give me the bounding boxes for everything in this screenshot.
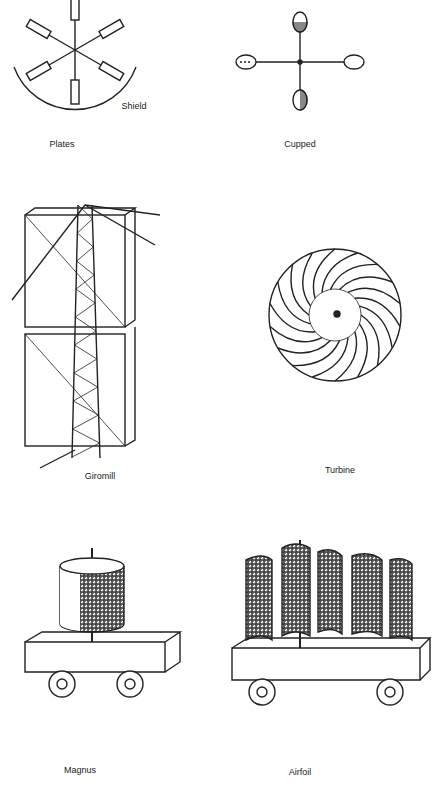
- plate: [26, 20, 51, 39]
- tower-leg: [72, 205, 78, 458]
- part-label: Turbine: [325, 466, 355, 475]
- cupped-rotor: [236, 12, 364, 110]
- part-label: Plates: [49, 140, 74, 149]
- wheel: [117, 671, 143, 697]
- guy-wire: [40, 450, 75, 468]
- part-label: Airfoil: [289, 768, 312, 777]
- hub: [298, 60, 302, 64]
- turbine-blade: [355, 298, 400, 326]
- turbine-blade: [270, 304, 315, 332]
- cup: [344, 55, 364, 69]
- giromill-rotor: [12, 205, 160, 468]
- turbine-blade: [335, 332, 357, 381]
- part-label: Shield: [121, 102, 146, 111]
- plate: [26, 62, 51, 81]
- airfoil-blade: [352, 554, 382, 636]
- turbine-blade: [361, 315, 379, 366]
- turbine-blade: [313, 249, 335, 298]
- cup: [293, 12, 307, 32]
- plate: [71, 80, 79, 104]
- guy-wire: [85, 205, 160, 215]
- magnus-cylinder-top: [60, 558, 124, 574]
- cart-body: [232, 638, 430, 680]
- plate-spokes: [26, 0, 124, 104]
- turbine-blade: [359, 306, 392, 348]
- lattice-brace: [72, 205, 100, 457]
- cup-shade: [293, 22, 307, 32]
- spoke: [49, 50, 75, 65]
- spoke: [75, 35, 101, 50]
- airfoil-blade: [318, 550, 342, 634]
- magnus-cylinder: [60, 566, 124, 632]
- turbine-blade: [278, 341, 331, 353]
- spoke: [49, 35, 75, 50]
- airfoil-blade: [282, 544, 310, 636]
- cart-body: [232, 648, 420, 680]
- plate: [99, 62, 124, 81]
- cart-body: [25, 632, 180, 672]
- turbine-blade: [322, 253, 358, 293]
- spoke: [74, 20, 75, 50]
- wheel-hub: [385, 687, 395, 697]
- wheel-hub: [57, 679, 67, 689]
- wheel: [377, 679, 403, 705]
- guy-wire: [12, 205, 85, 300]
- giromill-blade-frame: [25, 208, 135, 327]
- plate: [99, 20, 124, 39]
- wheel-hub: [257, 687, 267, 697]
- plate: [71, 0, 79, 20]
- part-label: Giromill: [85, 472, 116, 481]
- spoke: [75, 50, 101, 65]
- part-label: Magnus: [64, 766, 96, 775]
- airfoil-blade: [390, 559, 412, 640]
- spoke: [74, 50, 75, 80]
- cup-shade: [300, 90, 307, 110]
- wheel: [249, 679, 275, 705]
- turbine-inner: [309, 289, 361, 341]
- turbine-blade: [303, 253, 313, 306]
- cart-body: [25, 642, 165, 672]
- wheel-hub: [125, 679, 135, 689]
- tower-lattice: [72, 205, 100, 457]
- part-label: Cupped: [284, 140, 316, 149]
- turbine-blades: [270, 249, 400, 381]
- turbine-rotor: [269, 249, 401, 381]
- airfoil-rotor: [232, 540, 430, 705]
- airfoil-blade: [246, 556, 272, 640]
- turbine-blade: [340, 277, 393, 289]
- turbine-blade: [278, 282, 311, 324]
- tower-leg: [92, 205, 100, 458]
- turbine-blade: [358, 324, 368, 377]
- guy-wire: [85, 205, 155, 245]
- giromill-blade-frame: [125, 327, 135, 446]
- turbine-blade: [291, 264, 309, 315]
- cup: [293, 90, 307, 110]
- cup-shade: [240, 61, 252, 62]
- cup: [236, 55, 256, 69]
- turbine-rim: [269, 249, 401, 381]
- turbine-blade: [312, 338, 348, 378]
- magnus-rotor: [25, 548, 180, 697]
- plates-rotor: [14, 0, 136, 110]
- hub: [334, 311, 340, 317]
- wheel: [49, 671, 75, 697]
